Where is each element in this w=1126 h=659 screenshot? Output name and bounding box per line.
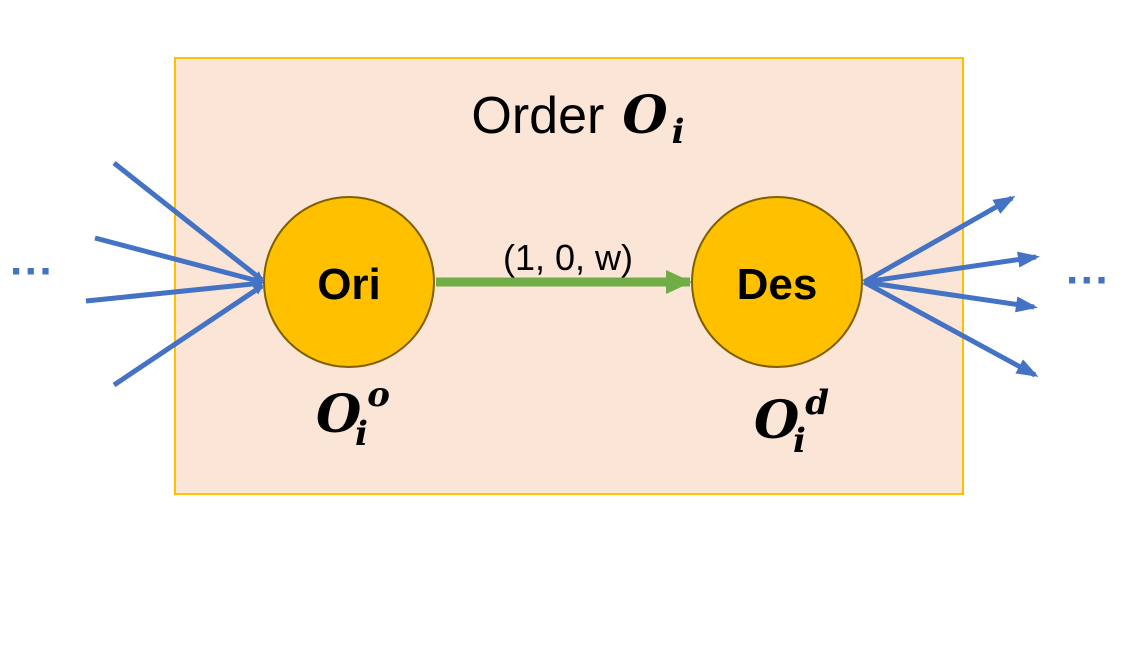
origin-symbol-superscript: o (367, 375, 390, 415)
incoming-edge (85, 278, 264, 304)
incoming-edges (85, 161, 264, 388)
origin-symbol-subscript: i (355, 414, 368, 454)
outgoing-edge (863, 279, 1038, 313)
left-ellipsis: ··· (10, 247, 54, 296)
origin-symbol-base: O (316, 384, 361, 445)
origin-node-label: Ori (317, 260, 381, 309)
outgoing-edge (862, 195, 1016, 285)
right-ellipsis: ··· (1066, 256, 1110, 305)
incoming-edge (112, 283, 264, 388)
order-title-subscript: i (672, 112, 685, 152)
order-title-symbol: O (622, 85, 667, 146)
order-edge-label: (1, 0, w) (503, 237, 633, 278)
incoming-edge (112, 161, 264, 282)
order-title-word: Order (471, 87, 604, 145)
destination-symbol-base: O (754, 390, 799, 451)
outgoing-edge (862, 279, 1039, 378)
outgoing-edges (862, 195, 1040, 378)
outgoing-edge (863, 251, 1040, 285)
incoming-edge (94, 235, 264, 285)
destination-symbol-superscript: d (805, 383, 829, 423)
origin-symbol: O o (316, 375, 390, 445)
destination-symbol-subscript: i (793, 421, 806, 461)
order-title: Order O i (471, 85, 684, 152)
destination-node-label: Des (737, 260, 818, 309)
destination-node (691, 196, 863, 368)
origin-node (263, 196, 435, 368)
destination-symbol: O d (754, 383, 829, 451)
